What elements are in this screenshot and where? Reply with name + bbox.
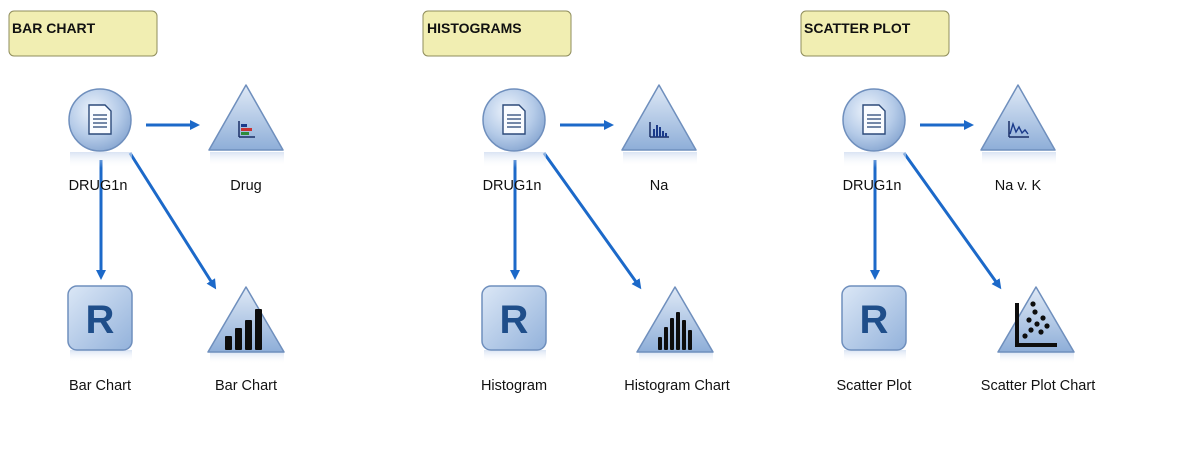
connector-source-to-chart[interactable] [902, 152, 1002, 290]
source-file-icon [88, 104, 112, 135]
chart-node[interactable]: Scatter Plot Chart [981, 286, 1095, 394]
bar-chart-icon [225, 309, 262, 350]
chart-node-label: Histogram Chart [624, 378, 730, 394]
source-node[interactable]: DRUG1n [842, 88, 906, 194]
comment-box[interactable]: SCATTER PLOT [800, 10, 950, 57]
r-script-icon: R [500, 298, 529, 342]
distribution-icon [238, 121, 255, 138]
r-node[interactable]: R Bar Chart [67, 285, 133, 394]
source-node-label: DRUG1n [483, 178, 542, 194]
r-script-icon: R [860, 298, 889, 342]
preview-node-label: Na [650, 178, 669, 194]
preview-node-label: Drug [230, 178, 261, 194]
r-node-label: Bar Chart [69, 378, 131, 394]
r-node-label: Scatter Plot [837, 378, 912, 394]
section-histograms: HISTOGRAMS DRUG1n [422, 10, 730, 394]
preview-node[interactable]: Na [621, 84, 697, 194]
chart-node-label: Bar Chart [215, 378, 277, 394]
source-node[interactable]: DRUG1n [482, 88, 546, 194]
plot-icon [1008, 121, 1029, 138]
source-node-label: DRUG1n [843, 178, 902, 194]
histogram-chart-icon [658, 312, 692, 350]
comment-text: SCATTER PLOT [804, 20, 911, 36]
connector-source-to-chart[interactable] [542, 152, 642, 290]
chart-node-label: Scatter Plot Chart [981, 378, 1095, 394]
histogram-icon [649, 122, 669, 138]
comment-box[interactable]: BAR CHART [8, 10, 158, 57]
preview-node[interactable]: Na v. K [980, 84, 1056, 194]
chart-node[interactable]: Bar Chart [207, 286, 285, 394]
r-script-icon: R [86, 298, 115, 342]
comment-text: BAR CHART [12, 20, 96, 36]
source-node[interactable]: DRUG1n [68, 88, 132, 194]
preview-node-label: Na v. K [995, 178, 1042, 194]
r-node[interactable]: R Scatter Plot [837, 285, 912, 394]
connector-source-to-chart[interactable] [128, 152, 217, 290]
chart-node[interactable]: Histogram Chart [624, 286, 730, 394]
r-node[interactable]: R Histogram [481, 285, 547, 394]
comment-box[interactable]: HISTOGRAMS [422, 10, 572, 57]
source-file-icon [862, 104, 886, 135]
r-node-label: Histogram [481, 378, 547, 394]
source-node-label: DRUG1n [69, 178, 128, 194]
section-bar-chart: BAR CHART DRUG1n [8, 10, 285, 394]
source-file-icon [502, 104, 526, 135]
scatter-chart-icon [1015, 301, 1057, 347]
preview-node[interactable]: Drug [208, 84, 284, 194]
section-scatter-plot: SCATTER PLOT DRUG1n Na [800, 10, 1095, 394]
comment-text: HISTOGRAMS [427, 20, 522, 36]
